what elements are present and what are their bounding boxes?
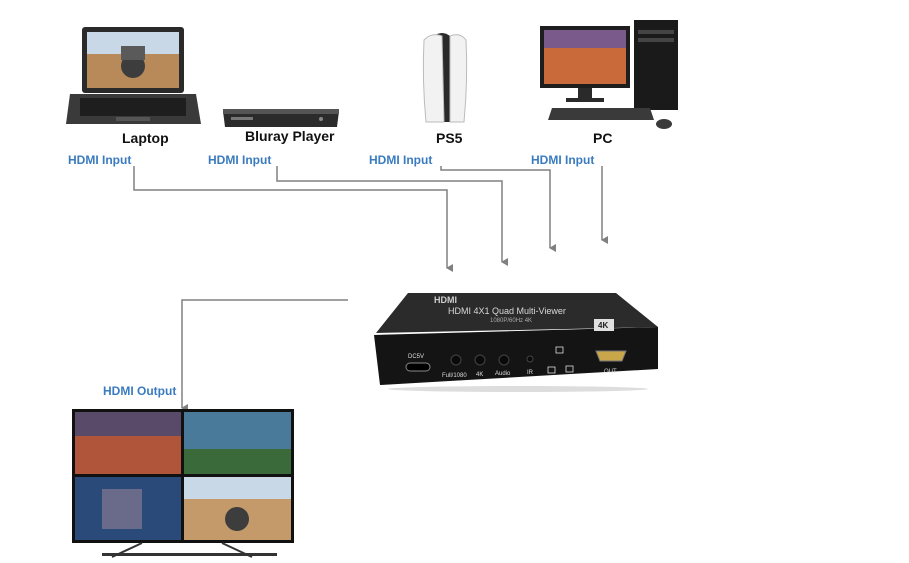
- out-label: OUT: [604, 369, 617, 375]
- laptop-connector: [133, 166, 453, 272]
- laptop-label: Laptop: [122, 130, 169, 146]
- bluray-connector: [276, 166, 508, 266]
- 4k-button[interactable]: [474, 354, 486, 366]
- pc-icon: [540, 20, 678, 129]
- ps5-icon: [422, 33, 468, 123]
- output-connector: [181, 299, 348, 412]
- pc-label: PC: [593, 130, 613, 146]
- 4k-label: 4K: [476, 372, 483, 378]
- split-layout-icon: [565, 365, 574, 373]
- dc-port: [405, 362, 431, 372]
- hdmi-out-port: [595, 350, 627, 362]
- dc-port-label: DC5V: [408, 354, 424, 360]
- full-1080-label: Full/1080: [442, 373, 467, 379]
- tv-monitor-icon: [72, 409, 294, 558]
- ps5-hdmi-input-label: HDMI Input: [369, 153, 433, 167]
- ps5-connector: [440, 166, 556, 252]
- box-brand: HDMI: [434, 295, 457, 305]
- ir-sensor: [526, 355, 534, 363]
- laptop-icon: [66, 27, 201, 124]
- ps5-label: PS5: [436, 130, 463, 146]
- audio-button[interactable]: [498, 354, 510, 366]
- 4k-badge-text: 4K: [598, 321, 608, 330]
- pip-layout-icon: [547, 366, 556, 374]
- laptop-hdmi-input-label: HDMI Input: [68, 153, 132, 167]
- quad-layout-icon: [555, 346, 564, 354]
- box-title: HDMI 4X1 Quad Multi-Viewer: [448, 306, 566, 316]
- box-subtitle: 1080P/60Hz 4K: [490, 318, 532, 324]
- pc-hdmi-input-label: HDMI Input: [531, 153, 595, 167]
- bluray-hdmi-input-label: HDMI Input: [208, 153, 272, 167]
- ir-label: IR: [527, 370, 534, 376]
- bluray-player-icon: [223, 109, 339, 127]
- multiviewer-box: HDMI HDMI 4X1 Quad Multi-Viewer 1080P/60…: [374, 293, 658, 392]
- 4k-badge: [594, 319, 614, 331]
- bluray-label: Bluray Player: [245, 128, 335, 144]
- hdmi-output-label: HDMI Output: [103, 384, 177, 398]
- full-1080-button[interactable]: [450, 354, 462, 366]
- audio-label: Audio: [495, 371, 511, 377]
